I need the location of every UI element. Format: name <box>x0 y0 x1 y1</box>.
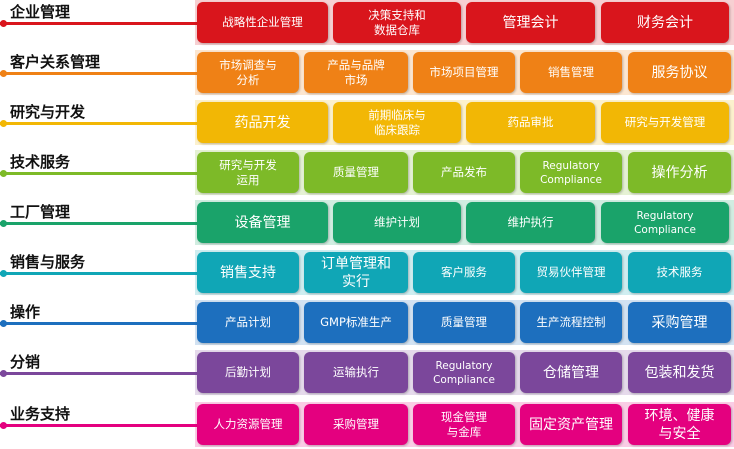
row-sales-service: 销售与服务 销售支持 订单管理和 实行 客户服务 贸易伙伴管理 技术服务 <box>0 250 734 295</box>
item-box[interactable]: 质量管理 <box>413 302 515 343</box>
item-box[interactable]: 前期临床与 临床跟踪 <box>333 102 461 143</box>
item-box[interactable]: 服务协议 <box>628 52 731 93</box>
row-connector-dot <box>0 422 7 429</box>
item-box[interactable]: 财务会计 <box>601 2 729 43</box>
item-band: 销售支持 订单管理和 实行 客户服务 贸易伙伴管理 技术服务 <box>195 250 734 295</box>
item-box[interactable]: 研究与开发管理 <box>601 102 729 143</box>
row-research-development: 研究与开发 药品开发 前期临床与 临床跟踪 药品审批 研究与开发管理 <box>0 100 734 145</box>
row-connector-line <box>0 372 200 375</box>
row-connector-line <box>0 322 200 325</box>
item-box[interactable]: 现金管理 与金库 <box>413 404 515 445</box>
category-label: 研究与开发 <box>10 103 86 121</box>
row-connector-dot <box>0 370 7 377</box>
row-business-support: 业务支持 人力资源管理 采购管理 现金管理 与金库 固定资产管理 环境、健康 与… <box>0 402 734 447</box>
row-connector-dot <box>0 120 7 127</box>
item-box[interactable]: 包装和发货 <box>628 352 731 393</box>
item-box[interactable]: 质量管理 <box>304 152 408 193</box>
item-box[interactable]: 产品计划 <box>197 302 299 343</box>
item-box[interactable]: Regulatory Compliance <box>520 152 622 193</box>
item-box[interactable]: 维护执行 <box>466 202 595 243</box>
item-band: 人力资源管理 采购管理 现金管理 与金库 固定资产管理 环境、健康 与安全 <box>195 402 734 447</box>
item-box[interactable]: Regulatory Compliance <box>601 202 729 243</box>
item-box[interactable]: 市场项目管理 <box>413 52 515 93</box>
row-connector-line <box>0 222 200 225</box>
item-band: 设备管理 维护计划 维护执行 Regulatory Compliance <box>195 200 734 245</box>
item-box[interactable]: 管理会计 <box>466 2 595 43</box>
category-label: 分销 <box>10 353 41 371</box>
item-band: 产品计划 GMP标准生产 质量管理 生产流程控制 采购管理 <box>195 300 734 345</box>
item-box[interactable]: 药品审批 <box>466 102 595 143</box>
category-label: 客户关系管理 <box>10 53 101 71</box>
item-box[interactable]: GMP标准生产 <box>304 302 408 343</box>
row-connector-line <box>0 72 200 75</box>
item-band: 研究与开发 运用 质量管理 产品发布 Regulatory Compliance… <box>195 150 734 195</box>
item-box[interactable]: 研究与开发 运用 <box>197 152 299 193</box>
row-connector-line <box>0 272 200 275</box>
item-box[interactable]: 市场调查与 分析 <box>197 52 299 93</box>
item-box[interactable]: 设备管理 <box>197 202 328 243</box>
item-box[interactable]: 生产流程控制 <box>520 302 622 343</box>
item-box[interactable]: 订单管理和 实行 <box>304 252 408 293</box>
item-box[interactable]: 后勤计划 <box>197 352 299 393</box>
item-box[interactable]: 决策支持和 数据仓库 <box>333 2 461 43</box>
item-box[interactable]: 贸易伙伴管理 <box>520 252 622 293</box>
row-connector-dot <box>0 70 7 77</box>
item-box[interactable]: 环境、健康 与安全 <box>628 404 731 445</box>
row-connector-line <box>0 22 200 25</box>
item-box[interactable]: 战略性企业管理 <box>197 2 328 43</box>
row-connector-line <box>0 172 200 175</box>
item-box[interactable]: 采购管理 <box>304 404 408 445</box>
row-connector-dot <box>0 220 7 227</box>
row-customer-relationship: 客户关系管理 市场调查与 分析 产品与品牌 市场 市场项目管理 销售管理 服务协… <box>0 50 734 95</box>
item-box[interactable]: 产品发布 <box>413 152 515 193</box>
category-label: 销售与服务 <box>10 253 86 271</box>
item-box[interactable]: 维护计划 <box>333 202 461 243</box>
item-box[interactable]: 采购管理 <box>628 302 731 343</box>
item-box[interactable]: 客户服务 <box>413 252 515 293</box>
category-label: 技术服务 <box>10 153 71 171</box>
item-box[interactable]: 操作分析 <box>628 152 731 193</box>
item-box[interactable]: 人力资源管理 <box>197 404 299 445</box>
row-plant-management: 工厂管理 设备管理 维护计划 维护执行 Regulatory Complianc… <box>0 200 734 245</box>
item-band: 市场调查与 分析 产品与品牌 市场 市场项目管理 销售管理 服务协议 <box>195 50 734 95</box>
item-box[interactable]: 运输执行 <box>304 352 408 393</box>
item-box[interactable]: 固定资产管理 <box>520 404 622 445</box>
category-label: 企业管理 <box>10 3 71 21</box>
item-box[interactable]: 药品开发 <box>197 102 328 143</box>
item-band: 后勤计划 运输执行 Regulatory Compliance 仓储管理 包装和… <box>195 350 734 395</box>
row-connector-line <box>0 424 200 427</box>
row-connector-dot <box>0 20 7 27</box>
category-label: 操作 <box>10 303 41 321</box>
category-label: 业务支持 <box>10 405 71 423</box>
item-band: 战略性企业管理 决策支持和 数据仓库 管理会计 财务会计 <box>195 0 734 45</box>
row-connector-dot <box>0 170 7 177</box>
item-box[interactable]: Regulatory Compliance <box>413 352 515 393</box>
category-label: 工厂管理 <box>10 203 71 221</box>
row-enterprise-management: 企业管理 战略性企业管理 决策支持和 数据仓库 管理会计 财务会计 <box>0 0 734 45</box>
item-box[interactable]: 技术服务 <box>628 252 731 293</box>
row-technical-service: 技术服务 研究与开发 运用 质量管理 产品发布 Regulatory Compl… <box>0 150 734 195</box>
item-box[interactable]: 仓储管理 <box>520 352 622 393</box>
item-band: 药品开发 前期临床与 临床跟踪 药品审批 研究与开发管理 <box>195 100 734 145</box>
item-box[interactable]: 销售管理 <box>520 52 622 93</box>
row-connector-dot <box>0 270 7 277</box>
row-connector-line <box>0 122 200 125</box>
row-connector-dot <box>0 320 7 327</box>
row-distribution: 分销 后勤计划 运输执行 Regulatory Compliance 仓储管理 … <box>0 350 734 395</box>
row-operations: 操作 产品计划 GMP标准生产 质量管理 生产流程控制 采购管理 <box>0 300 734 345</box>
item-box[interactable]: 产品与品牌 市场 <box>304 52 408 93</box>
item-box[interactable]: 销售支持 <box>197 252 299 293</box>
